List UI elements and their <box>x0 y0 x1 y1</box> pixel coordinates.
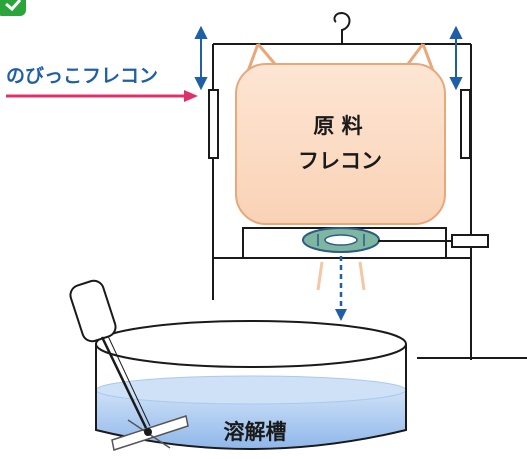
tank-liquid <box>96 390 406 449</box>
left-adjust-arrow <box>194 25 208 91</box>
pink-pointer-arrow <box>6 90 198 102</box>
raw-material-label-line2: フレコン <box>298 149 382 173</box>
stirrer <box>69 279 189 451</box>
right-adjust-arrow <box>449 25 463 91</box>
hanger-hook-icon <box>333 11 351 44</box>
badge-check-icon <box>5 0 22 12</box>
ring-handle-knob <box>451 234 489 248</box>
raw-material-bag <box>235 63 446 225</box>
discharge-ring <box>302 227 380 253</box>
right-extension-sleeve <box>460 89 471 159</box>
liquid-surface <box>95 375 407 405</box>
dissolution-tank <box>95 320 407 450</box>
left-extension-sleeve <box>208 89 219 159</box>
flow-arrow <box>335 256 347 321</box>
stirrer-motor <box>69 279 117 343</box>
raw-material-label-line1: 原 料 <box>313 114 362 138</box>
tank-rim <box>95 320 407 368</box>
dissolution-tank-label: 溶解槽 <box>224 420 287 444</box>
nobikko-flecon-label: のびっこフレコン <box>6 65 158 87</box>
discharge-spout <box>316 261 366 291</box>
